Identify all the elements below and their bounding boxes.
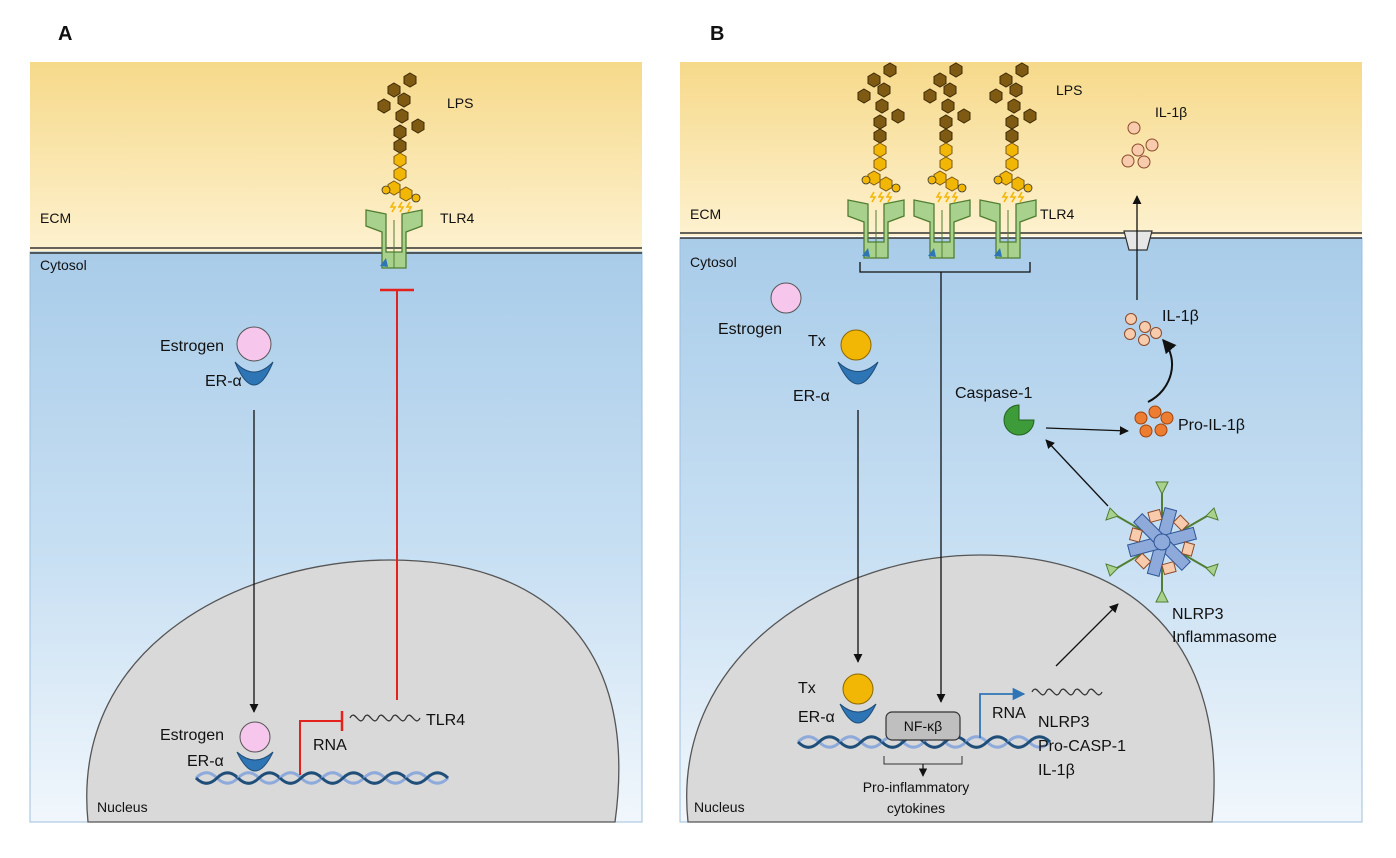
cleavage-arrow — [1147, 338, 1177, 403]
panel-b-letter: B — [710, 23, 724, 45]
tx-icon — [840, 329, 872, 361]
rna-label: RNA — [313, 737, 347, 754]
er-alpha-nuc-label: ER-α — [798, 709, 835, 726]
caspase-to-pro-il1b-arrow — [1045, 426, 1129, 436]
ecm-label: ECM — [690, 206, 721, 222]
er-alpha-nuc-icon — [839, 703, 877, 724]
lps-label: LPS — [1056, 82, 1082, 98]
il1b-out-label: IL-1β — [1155, 104, 1187, 120]
gene-il1b-label: IL-1β — [1038, 762, 1075, 779]
estrogen-label: Estrogen — [160, 338, 224, 355]
nucleus-label: Nucleus — [97, 799, 148, 815]
nucleus-label: Nucleus — [694, 799, 745, 815]
il1b-in-cluster — [1124, 313, 1162, 346]
estrogen-icon — [236, 326, 272, 362]
tlr4-label: TLR4 — [1040, 206, 1074, 222]
cytosol-label: Cytosol — [40, 257, 87, 273]
estrogen-icon — [770, 282, 802, 314]
transcription-start-arrow — [979, 687, 1026, 738]
tlr4-rna-label: TLR4 — [426, 712, 465, 729]
membrane-channel — [1123, 230, 1153, 251]
nlrp3-inflammasome-icon — [1105, 481, 1219, 603]
estrogen-nuc-icon — [239, 721, 271, 753]
panel-a-letter: A — [58, 23, 72, 45]
rna-label: RNA — [992, 705, 1026, 722]
tx-nuc-label: Tx — [798, 680, 816, 697]
tx-label: Tx — [808, 333, 826, 350]
nucleus-shape — [86, 559, 620, 823]
gene-pro-casp1-label: Pro-CASP-1 — [1038, 738, 1126, 755]
er-alpha-label: ER-α — [793, 388, 830, 405]
er-alpha-nuc-label: ER-α — [187, 753, 224, 770]
gene-nlrp3-label: NLRP3 — [1038, 714, 1090, 731]
nfkb-box — [885, 711, 961, 741]
ecm-region — [30, 62, 642, 252]
cytokines-label-1: Pro-inflammatory — [863, 779, 970, 795]
ecm-label: ECM — [40, 210, 71, 226]
caspase-label: Caspase-1 — [955, 385, 1032, 402]
er-alpha-icon — [837, 361, 879, 385]
pro-il1b-label: Pro-IL-1β — [1178, 417, 1245, 434]
lps-label: LPS — [447, 95, 473, 111]
pro-il1b-cluster — [1134, 405, 1174, 438]
estrogen-nuc-label: Estrogen — [160, 727, 224, 744]
il1b-out-cluster — [1121, 121, 1159, 169]
er-alpha-label: ER-α — [205, 373, 242, 390]
cytosol-label: Cytosol — [690, 254, 737, 270]
nlrp3-label: NLRP3 — [1172, 606, 1224, 623]
caspase-1-icon — [1003, 404, 1035, 436]
il1b-in-label: IL-1β — [1162, 308, 1199, 325]
nfkb-label: NF-κβ — [904, 718, 942, 734]
panel-a: A ECM Cytosol Nucleus LPS TLR4 Estrogen … — [29, 23, 643, 823]
estrogen-label: Estrogen — [718, 321, 782, 338]
tx-nuc-icon — [842, 673, 874, 705]
receptor-bracket — [859, 262, 1031, 273]
tlr4-label: TLR4 — [440, 210, 474, 226]
er-alpha-nuc-icon — [236, 751, 274, 772]
cytokines-label-2: cytokines — [887, 800, 945, 816]
inflammasome-label: Inflammasome — [1172, 629, 1277, 646]
panel-b: B ECM Cytosol Nucleus LPS TLR4 IL-1β — [679, 23, 1363, 823]
er-alpha-icon — [234, 361, 274, 386]
nucleus-shape — [686, 554, 1215, 823]
inhibit-rna-line — [299, 720, 342, 775]
inflammasome-to-caspase-arrow — [1045, 439, 1109, 507]
transcription-to-inflammasome-arrow — [1055, 603, 1119, 667]
